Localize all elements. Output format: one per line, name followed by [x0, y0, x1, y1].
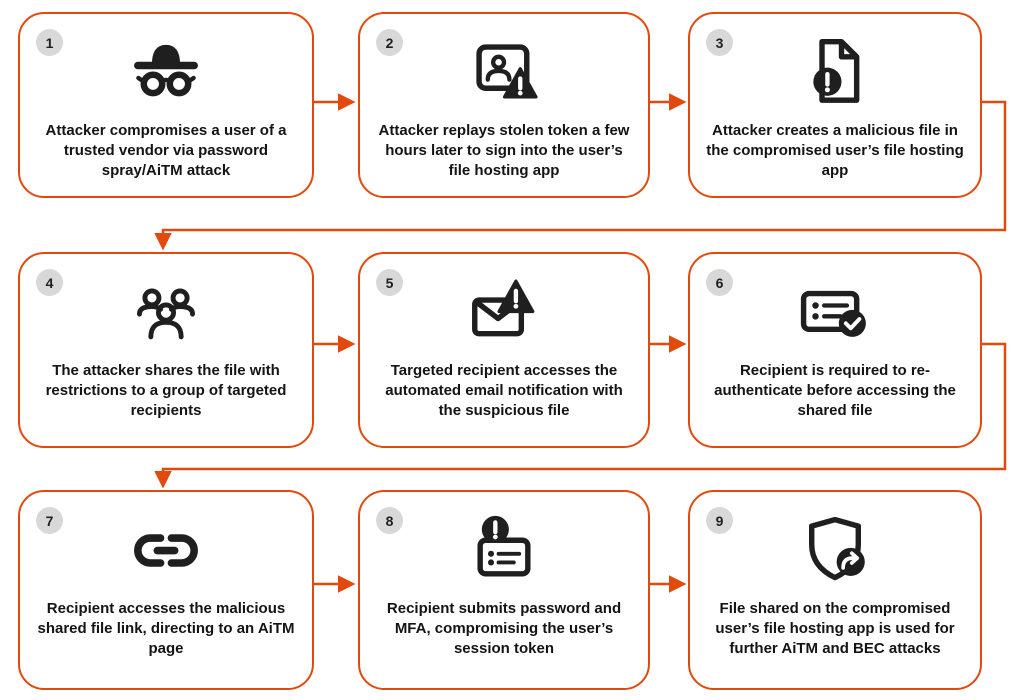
step-number: 9: [715, 512, 724, 529]
step-number-badge: 1: [36, 29, 63, 56]
connector-step6-to-step7: [154, 342, 1007, 489]
step-box-2: 2 Attacker replays stolen token a few ho…: [358, 12, 650, 198]
step-number: 7: [45, 512, 54, 529]
step-box-9: 9 File shared on the compromised user’s …: [688, 490, 982, 690]
malicious-file-icon: [796, 28, 874, 116]
connector-step3-to-step4: [154, 100, 1007, 251]
step-box-7: 7 Recipient accesses the malicious share…: [18, 490, 314, 690]
reauthenticate-id-check-icon: [796, 268, 874, 356]
step-text: File shared on the compromised user’s fi…: [715, 600, 955, 657]
step-box-6: 6 Recipient is required to re-authentica…: [688, 252, 982, 448]
step-box-8: 8 Recipient submits password and MFA, co…: [358, 490, 650, 690]
step-number: 6: [715, 274, 724, 291]
step-box-5: 5 Targeted recipient accesses the automa…: [358, 252, 650, 448]
spy-icon: [127, 28, 205, 116]
step-text: Targeted recipient accesses the automate…: [385, 362, 623, 419]
step-text: The attacker shares the file with restri…: [45, 362, 287, 419]
step-box-4: 4 The attacker shares the file with rest…: [18, 252, 314, 448]
step-number-badge: 2: [376, 29, 403, 56]
step-number: 1: [45, 34, 54, 51]
step-number-badge: 8: [376, 507, 403, 534]
step-text: Attacker replays stolen token a few hour…: [378, 122, 630, 179]
step-text: Recipient accesses the malicious shared …: [37, 600, 295, 657]
step-number-badge: 7: [36, 507, 63, 534]
step-number: 2: [385, 34, 394, 51]
step-number: 5: [385, 274, 394, 291]
recipients-group-icon: [127, 268, 205, 356]
malicious-link-icon: [127, 506, 205, 594]
step-number: 3: [715, 34, 724, 51]
stolen-token-signin-icon: [465, 28, 543, 116]
shield-share-icon: [796, 506, 874, 594]
suspicious-email-icon: [465, 268, 543, 356]
compromised-credentials-icon: [465, 506, 543, 594]
step-number-badge: 6: [706, 269, 733, 296]
step-number: 8: [385, 512, 394, 529]
step-box-1: 1 Attacker compromises a user of a trust…: [18, 12, 314, 198]
step-number: 4: [45, 274, 54, 291]
step-text: Recipient submits password and MFA, comp…: [386, 600, 622, 657]
step-text: Attacker compromises a user of a trusted…: [45, 122, 287, 179]
step-number-badge: 5: [376, 269, 403, 296]
step-number-badge: 9: [706, 507, 733, 534]
step-number-badge: 3: [706, 29, 733, 56]
step-box-3: 3 Attacker creates a malicious file in t…: [688, 12, 982, 198]
step-number-badge: 4: [36, 269, 63, 296]
step-text: Recipient is required to re-authenticate…: [714, 362, 956, 419]
step-text: Attacker creates a malicious file in the…: [706, 122, 964, 179]
